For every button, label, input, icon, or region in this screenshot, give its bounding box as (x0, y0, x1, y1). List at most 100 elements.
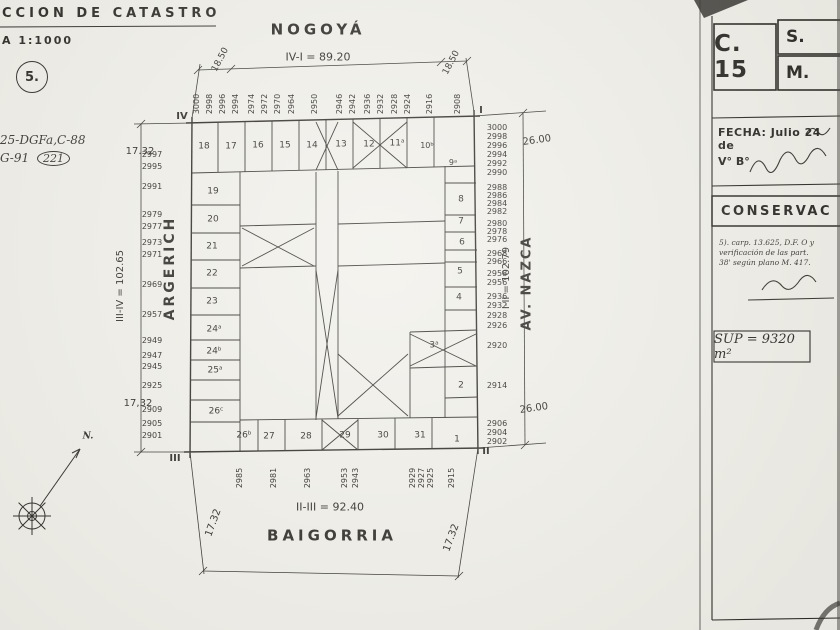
lot-number: 27 (263, 431, 275, 442)
address-nazca: 2956 (486, 278, 508, 287)
address-nazca: 2988 (486, 183, 508, 192)
address-nazca: 2904 (486, 428, 508, 437)
address-nogoya: 2994 (231, 93, 240, 115)
dim-label-top: IV-I = 89.20 (285, 50, 351, 64)
street-name-nogoya: NOGOYÁ (270, 20, 366, 39)
street-name-baigorria: BAIGORRIA (267, 526, 397, 545)
dim-label-left: III-IV = 102.65 (115, 250, 126, 322)
lot-number: 5 (457, 266, 463, 277)
address-argerich: 2957 (141, 310, 163, 319)
lot-number: 31 (414, 430, 426, 441)
title-note-line-1: 5). carp. 13.625, D.F. O y (719, 238, 815, 247)
address-nazca: 2914 (486, 381, 508, 390)
lot-number: 2 (458, 380, 464, 391)
lot-number: 1 (454, 434, 460, 445)
street-name-argerich: ARGERICH (162, 215, 178, 321)
address-nazca: 2978 (486, 227, 508, 236)
crossed-parcel-marks (241, 121, 477, 451)
lot-number: 4 (456, 292, 462, 303)
lot-number: 18 (198, 141, 210, 152)
dimension-lines (133, 56, 547, 581)
lot-number: 24ᵇ (206, 346, 222, 357)
address-argerich: 2947 (141, 351, 163, 360)
address-nogoya: 2946 (335, 93, 344, 115)
lot-number: 14 (306, 140, 318, 151)
address-nazca: 2902 (486, 437, 508, 446)
address-nazca: 2926 (486, 321, 508, 330)
corner-label-ii: II (482, 446, 490, 457)
lot-number: 25ᵃ (207, 365, 223, 376)
corner-label-iv: IV (176, 111, 188, 122)
lot-number: 24ᵃ (206, 324, 222, 335)
address-nogoya: 2916 (425, 93, 434, 115)
compass-rose (13, 448, 81, 535)
lot-number: 26ᶜ (208, 406, 224, 417)
title-note-line-2: verificación de las part. (719, 248, 809, 257)
lot-number: 7 (458, 216, 464, 227)
plan-code: G-91 (0, 151, 30, 165)
address-baigorria: 2981 (269, 467, 278, 489)
corner-label-iii: III (169, 453, 181, 464)
address-nazca: 2982 (486, 207, 508, 216)
lot-number: 10ᵇ (420, 141, 434, 150)
address-nogoya: 2936 (363, 93, 372, 115)
lot-number: 16 (252, 140, 264, 151)
address-nogoya: 2928 (390, 93, 399, 115)
address-argerich: 2901 (141, 431, 163, 440)
address-nazca: 2996 (486, 141, 508, 150)
address-argerich: 2969 (141, 280, 163, 289)
lot-number: 29 (339, 430, 351, 441)
address-argerich: 2977 (141, 222, 163, 231)
address-baigorria: 2927 (417, 467, 426, 489)
visto-bueno-label: V° B° (718, 155, 750, 168)
lot-number: 9ᵃ (448, 158, 458, 167)
address-baigorria: 2953 (340, 467, 349, 489)
lot-number: 12 (363, 139, 375, 150)
lot-number: 11ᵃ (389, 138, 405, 149)
title-block-borders (699, 0, 840, 630)
address-nazca: 2958 (486, 269, 508, 278)
address-baigorria: 2985 (235, 467, 244, 489)
address-nazca: 2998 (486, 132, 508, 141)
handwritten-file-note: 25-DGFa,C-88 (0, 133, 86, 147)
address-nogoya: 2932 (376, 93, 385, 115)
address-baigorria: 2943 (351, 467, 360, 489)
lot-number: 13 (335, 139, 347, 150)
address-nazca: 2906 (486, 419, 508, 428)
address-nogoya: 2964 (287, 93, 296, 115)
dim-width-label: 17.32 (125, 146, 155, 157)
lot-number: 19 (207, 186, 219, 197)
address-nogoya: 2950 (310, 93, 319, 115)
manzana-label: M. (786, 63, 810, 83)
address-argerich: 2905 (141, 419, 163, 428)
address-nogoya: 2942 (348, 93, 357, 115)
address-nazca: 2986 (486, 191, 508, 200)
address-nazca: 2984 (486, 199, 508, 208)
lot-number: 17 (225, 141, 237, 152)
handwritten-plan-note: G-91 221 (0, 151, 70, 166)
street-name-nazca: AV. NAZCA (519, 235, 535, 331)
sheet-number-circle: 5. (16, 61, 48, 93)
lot-number: 20 (207, 214, 219, 225)
address-argerich: 2909 (141, 405, 163, 414)
address-argerich: 2971 (141, 250, 163, 259)
address-nogoya: 3000 (192, 93, 201, 115)
address-baigorria: 2929 (408, 467, 417, 489)
seccion-label: S. (786, 27, 805, 47)
address-nazca: 2920 (486, 341, 508, 350)
address-baigorria: 2963 (303, 467, 312, 489)
address-nazca: 3000 (486, 123, 508, 132)
fecha-label: FECHA: Julio 24 de (718, 126, 821, 152)
signature-strokes (747, 127, 835, 301)
lot-number: 15 (279, 140, 291, 151)
lot-number: 23 (206, 296, 218, 307)
address-baigorria: 2925 (426, 467, 435, 489)
address-argerich: 2925 (141, 381, 163, 390)
north-label: N. (82, 431, 94, 442)
address-baigorria: 2915 (447, 467, 456, 489)
lot-number: 6 (459, 237, 465, 248)
address-nogoya: 2998 (205, 93, 214, 115)
address-argerich: 2991 (141, 182, 163, 191)
address-nazca: 2932 (486, 301, 508, 310)
